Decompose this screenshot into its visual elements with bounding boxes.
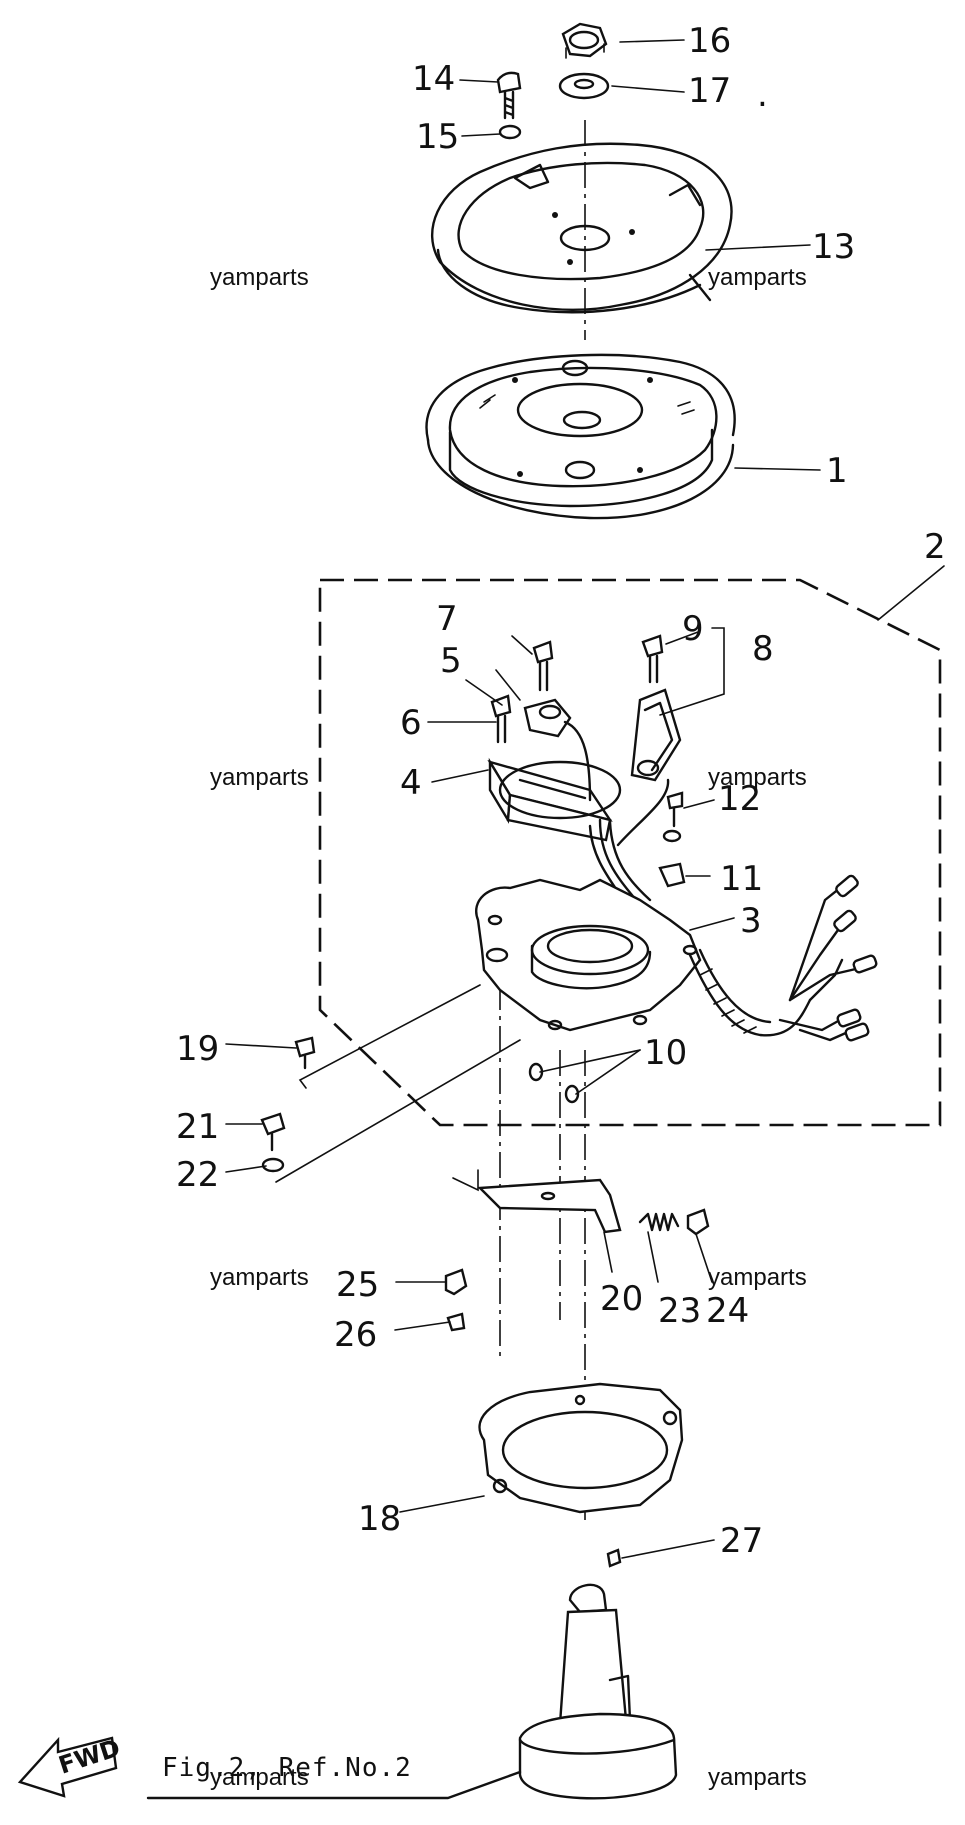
- callout-10: 10: [644, 1033, 687, 1073]
- callout-19: 19: [176, 1029, 219, 1069]
- watermark: yamparts: [210, 1264, 309, 1291]
- base-plate-3: [475, 878, 702, 1032]
- clip-25: [444, 1268, 468, 1296]
- callout-7: 7: [436, 599, 458, 639]
- callout-3: 3: [740, 901, 762, 941]
- figure-caption: Fig.2, Ref.No.2: [162, 1753, 412, 1783]
- watermark: yamparts: [708, 264, 807, 291]
- callout-22: 22: [176, 1155, 219, 1195]
- watermark: yamparts: [708, 1764, 807, 1791]
- callout-12: 12: [718, 779, 761, 819]
- ring-cover-13: [430, 142, 733, 314]
- callout-24: 24: [706, 1291, 749, 1331]
- screw-7: [532, 640, 554, 692]
- callout-13: 13: [812, 227, 855, 267]
- control-lever-20: [477, 1178, 622, 1234]
- washer-22: [261, 1157, 285, 1173]
- pin-27: [606, 1548, 622, 1568]
- callout-15: 15: [416, 117, 459, 157]
- screw-6: [490, 694, 512, 744]
- watermarks: yamparts yamparts yamparts yamparts yamp…: [210, 264, 807, 1791]
- callout-23: 23: [658, 1291, 701, 1331]
- screw-9: [641, 634, 664, 684]
- callout-14: 14: [412, 59, 455, 99]
- screw-26: [446, 1312, 466, 1332]
- clamp-11: [658, 862, 686, 888]
- callout-17: 17: [688, 71, 731, 111]
- callout-16: 16: [688, 21, 731, 61]
- callout-4: 4: [400, 763, 422, 803]
- watermark: yamparts: [708, 1264, 807, 1291]
- nut-16: [561, 22, 608, 59]
- gasket-18: [478, 1382, 684, 1514]
- bolt-14: [496, 71, 522, 120]
- fwd-arrow-icon: FWD: [17, 1734, 124, 1798]
- callout-6: 6: [400, 703, 422, 743]
- mount-bracket: [518, 1583, 678, 1800]
- watermark: yamparts: [708, 764, 807, 791]
- callout-9: 9: [682, 609, 704, 649]
- callout-11: 11: [720, 859, 763, 899]
- callout-25: 25: [336, 1265, 379, 1305]
- callout-26: 26: [334, 1315, 377, 1355]
- pulser-coil-5: [523, 698, 592, 802]
- watermark: yamparts: [210, 1764, 309, 1791]
- stray-dot: .: [757, 75, 768, 115]
- callout-2: 2: [924, 527, 946, 567]
- stator-assembly-boundary: [318, 578, 942, 1127]
- lighting-coil-8: [616, 688, 682, 847]
- screw-12: [662, 791, 684, 843]
- callout-27: 27: [720, 1521, 763, 1561]
- callout-8: 8: [752, 629, 774, 669]
- washer-17: [558, 72, 610, 100]
- flywheel-1: [425, 353, 736, 520]
- callout-5: 5: [440, 641, 462, 681]
- washer-15: [498, 124, 522, 140]
- callout-numbers: 16 17 14 15 13 1 2 7 9 8 5 6 4 12 11 3 1…: [176, 21, 946, 1561]
- screw-19: [294, 1036, 316, 1070]
- watermark: yamparts: [210, 264, 309, 291]
- clip-24: [686, 1208, 710, 1236]
- leader-lines: [225, 39, 945, 1559]
- callout-21: 21: [176, 1107, 219, 1147]
- callout-20: 20: [600, 1279, 643, 1319]
- callout-1: 1: [826, 451, 848, 491]
- wiring-harness: [688, 874, 878, 1042]
- charge-coil-4: [487, 757, 622, 842]
- watermark: yamparts: [210, 764, 309, 791]
- screw-21: [260, 1112, 286, 1152]
- callout-18: 18: [358, 1499, 401, 1539]
- spring-23: [638, 1212, 680, 1232]
